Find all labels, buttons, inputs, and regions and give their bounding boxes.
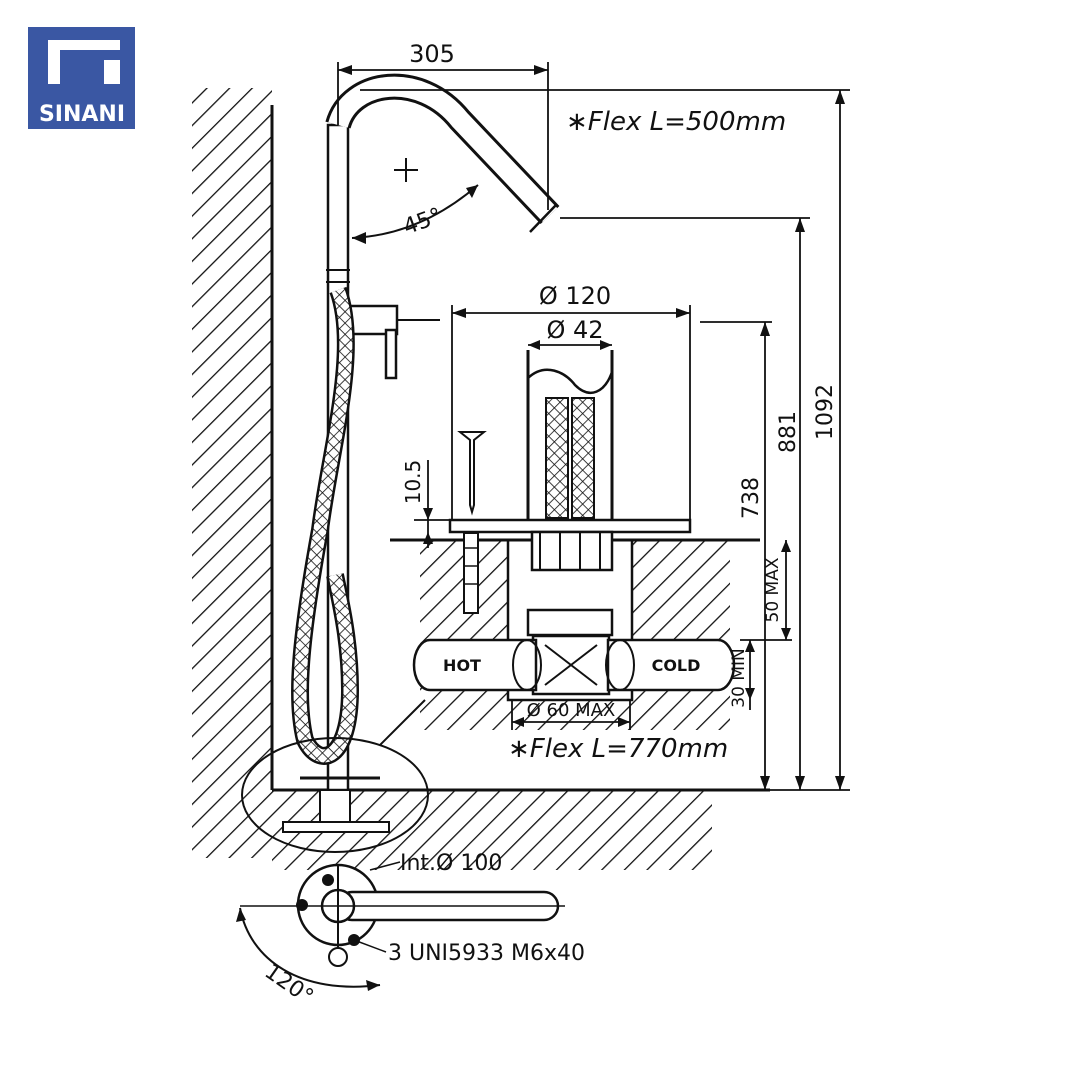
shower-hose	[291, 286, 360, 765]
dim-30-min-label: 30 MIN	[729, 648, 749, 707]
screws-label: 3 UNI5933 M6x40	[388, 941, 585, 966]
dia-120-label: Ø 120	[539, 282, 611, 310]
logo-mark-block	[104, 60, 120, 84]
angle-120-label: 120°	[260, 959, 318, 1010]
angle-45-label: 45°	[400, 203, 445, 240]
flex-lower-label: ∗Flex L=770mm	[508, 734, 728, 764]
dia-60-max-label: Ø 60 MAX	[527, 700, 616, 721]
hot-label: HOT	[443, 656, 481, 675]
dim-1092-label: 1092	[813, 384, 838, 440]
labels: 305 ∗Flex L=500mm 45° Ø 120 Ø 42 881 109…	[260, 40, 838, 1010]
sinani-logo: SINANI	[28, 27, 135, 129]
wall	[192, 88, 274, 858]
cold-pipe: COLD	[605, 638, 736, 692]
dim-305-label: 305	[409, 40, 455, 68]
dim-10-5-label: 10.5	[401, 460, 425, 505]
cold-label: COLD	[652, 656, 701, 675]
int-dia-label: Int.Ø 100	[400, 851, 502, 876]
logo-wordmark: SINANI	[39, 102, 125, 127]
faucet-spout	[325, 73, 560, 233]
logo-mark-c	[48, 40, 120, 84]
dia-42-label: Ø 42	[546, 316, 603, 344]
flex-upper-label: ∗Flex L=500mm	[566, 107, 786, 137]
base-detail	[241, 699, 429, 853]
top-view	[236, 861, 565, 991]
embedded-body	[448, 350, 692, 696]
hot-pipe: HOT	[412, 638, 542, 692]
dimension-arrows	[338, 65, 845, 790]
mixer-lever	[343, 304, 440, 380]
dim-50-max-label: 50 MAX	[763, 557, 783, 622]
angle-45-annotation	[351, 184, 479, 244]
dim-881-label: 881	[776, 411, 801, 453]
dim-738-label: 738	[739, 477, 764, 519]
dimension-lines	[337, 62, 850, 791]
